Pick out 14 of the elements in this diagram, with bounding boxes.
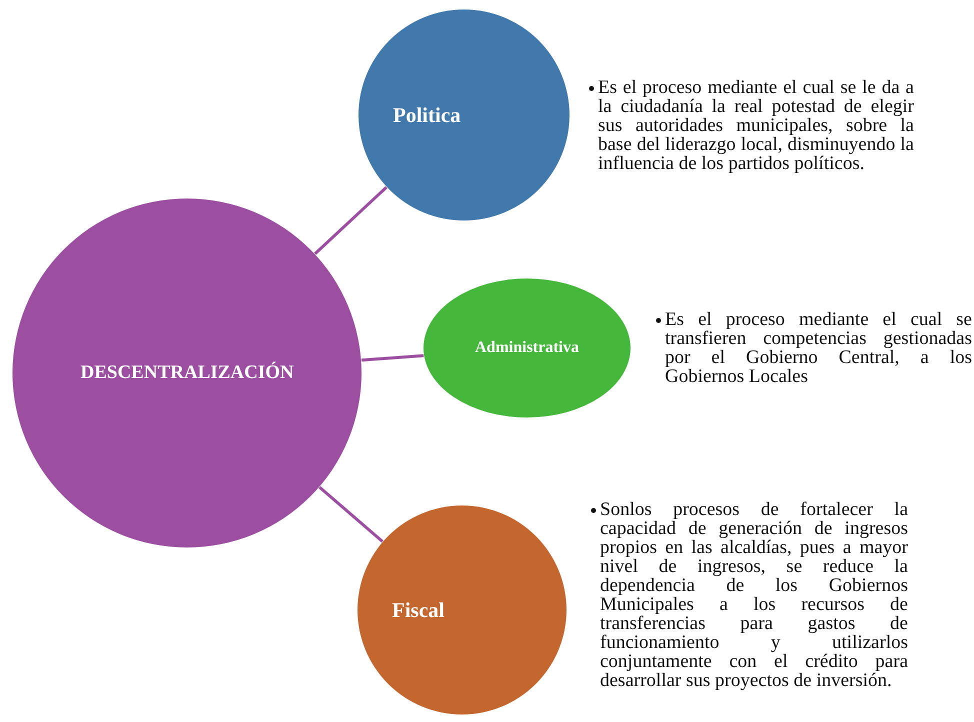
connector-line [318, 486, 384, 543]
topic-circle [358, 9, 570, 221]
central-circle [12, 198, 362, 548]
node-title: Administrativa [475, 339, 579, 357]
description-text: Sonlos procesos de fortalecer la capacidad de generación de ingresos propios en las alcaldías, pues a mayor nivel de ingresos, se reduce la dependencia de los Gobiernos Municipales a los recursos de transferencias para gastos de funcionamiento y utilizarlos conjuntamente con el crédito para desarrollar sus proyectos de inversión. [600, 500, 908, 690]
description-text: Es el proceso mediante el cual se transfieren competencias gestionadas por el Gobierno Central, a los Gobiernos Locales [665, 310, 972, 386]
connector-line [361, 354, 424, 362]
topic-circle [357, 505, 567, 715]
connector-line [314, 186, 388, 255]
node-title: Fiscal [392, 598, 444, 622]
node-title: DESCENTRALIZACIÓN [80, 362, 294, 384]
description-text: Es el proceso mediante el cual se le da a la ciudadanía la real potestad de elegir sus autoridades municipales, sobre la base del liderazgo local, disminuyendo la influencia de los partidos políticos. [598, 78, 914, 173]
topic-ellipse [423, 278, 631, 418]
node-title: Politica [393, 102, 461, 128]
